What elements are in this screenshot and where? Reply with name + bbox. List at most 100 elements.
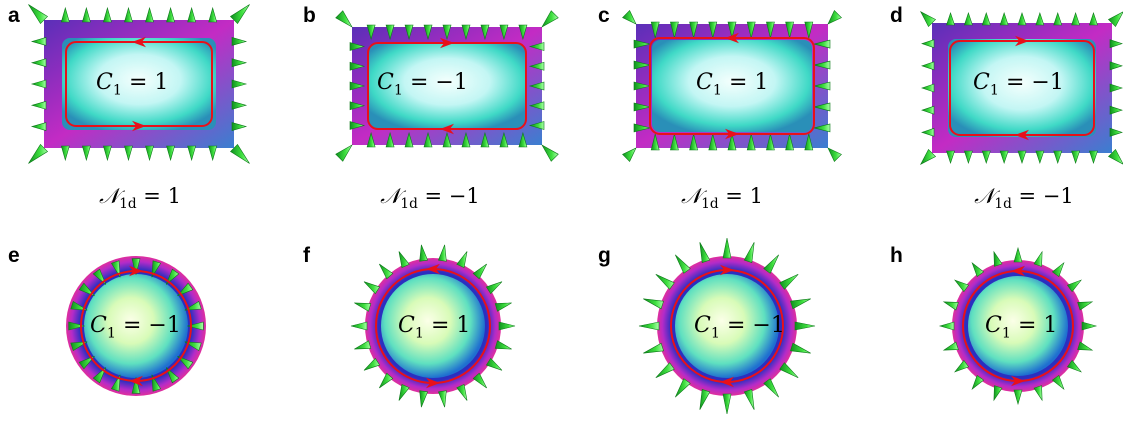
spike [456, 251, 468, 269]
spike [746, 133, 756, 151]
spike [1109, 61, 1123, 71]
spike [472, 372, 487, 389]
spike [518, 24, 528, 41]
spike [187, 321, 204, 331]
spike [722, 393, 732, 415]
spike [385, 131, 395, 148]
spike [499, 131, 509, 148]
core [368, 43, 526, 129]
spike [68, 321, 85, 331]
spike [480, 24, 490, 41]
panel-letter-a: a [8, 4, 20, 27]
spike [699, 242, 711, 263]
spike [528, 101, 545, 111]
spike [1089, 150, 1098, 164]
winding-label-1: 𝒩1d = 1 [99, 184, 181, 213]
spike [971, 374, 985, 390]
spike [165, 367, 180, 384]
spike [442, 24, 452, 41]
spike [404, 131, 414, 148]
spike [103, 6, 112, 23]
spike [208, 6, 218, 23]
spike [766, 133, 775, 151]
spike [1089, 12, 1098, 26]
spike [813, 39, 831, 49]
spike [993, 385, 1003, 402]
spike [763, 378, 779, 398]
loop-arrow [129, 265, 143, 277]
spike [1107, 11, 1123, 28]
chern-label-c: C1 = 1 [696, 70, 769, 99]
panel-letter-b: b [303, 4, 316, 27]
spike [804, 133, 814, 151]
spike [999, 150, 1009, 164]
spike [145, 6, 154, 23]
spike [779, 362, 799, 378]
core [62, 38, 216, 130]
spike [946, 150, 955, 164]
spike [366, 24, 376, 41]
spike [30, 37, 47, 46]
spike [963, 12, 973, 26]
spike [541, 10, 559, 28]
spike [438, 244, 447, 262]
spike [528, 81, 545, 91]
chern-label-h: C1 = 1 [985, 313, 1058, 342]
panel-b-shape [335, 10, 559, 162]
loop-arrow [720, 264, 734, 276]
spike [379, 263, 394, 280]
spike [938, 321, 955, 331]
spike [131, 258, 141, 275]
spike [790, 298, 811, 310]
spike [794, 321, 816, 331]
spike [1109, 39, 1123, 49]
spike [827, 147, 842, 162]
spike [1017, 12, 1027, 26]
spike [1033, 385, 1043, 402]
spike [743, 242, 755, 263]
spike [675, 254, 691, 274]
spike [28, 143, 49, 164]
chern-label-b: C1 = −1 [377, 70, 468, 99]
spike [963, 150, 973, 164]
spike [541, 144, 559, 162]
chern-label-e: C1 = −1 [90, 313, 181, 342]
spike [1053, 150, 1063, 164]
spike [655, 362, 675, 378]
spike [689, 21, 698, 39]
spike [638, 321, 660, 331]
core [84, 274, 188, 378]
spike [461, 131, 471, 148]
spike [494, 302, 512, 312]
spike [231, 37, 248, 46]
spike [743, 389, 755, 410]
spike [633, 81, 651, 91]
spike [921, 105, 935, 115]
spike [650, 21, 660, 39]
spike [746, 21, 756, 39]
spike [335, 144, 353, 162]
spike [633, 39, 651, 49]
spike [385, 24, 395, 41]
spike [419, 390, 428, 408]
spike [472, 263, 487, 280]
panel-h-shape [938, 246, 1098, 406]
panel-d-shape [919, 10, 1123, 166]
spike [919, 148, 937, 166]
spike [349, 81, 366, 91]
spike [81, 6, 91, 23]
spike [1013, 389, 1023, 406]
spike [485, 281, 503, 295]
chern-label-f: C1 = 1 [398, 313, 471, 342]
spike [813, 60, 831, 70]
spike [528, 42, 545, 51]
spike [921, 39, 935, 49]
spike [919, 10, 937, 28]
spike [363, 281, 381, 295]
spike [423, 24, 433, 41]
spike [92, 367, 107, 384]
core [968, 276, 1068, 376]
spike [766, 21, 775, 39]
chern-label-d: C1 = −1 [973, 70, 1064, 99]
